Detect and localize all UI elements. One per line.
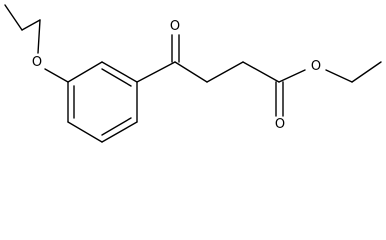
ketone-double-bond [171,34,180,63]
molecule-structure: O O O O [4,4,382,143]
oxygen-to-ring-bond [44,68,69,83]
ethoxy-methyl-bond [4,4,23,31]
ketone-oxygen-label: O [170,19,180,34]
ether-oxygen-label: O [32,55,42,70]
benzene-ring [67,61,138,143]
chain-bonds [174,61,280,83]
ethoxy-oxygen-bond [37,19,41,54]
carbonyl-oxygen-label: O [275,117,285,132]
ester-ethyl-bonds [325,61,382,83]
ester-carbonyl-double-bond [275,81,284,117]
ester-oxygen-bond [278,69,306,83]
ethoxy-methylene-bond [21,19,41,31]
ring-to-ketone-bond [136,61,176,83]
ester-oxygen-label: O [311,59,321,74]
